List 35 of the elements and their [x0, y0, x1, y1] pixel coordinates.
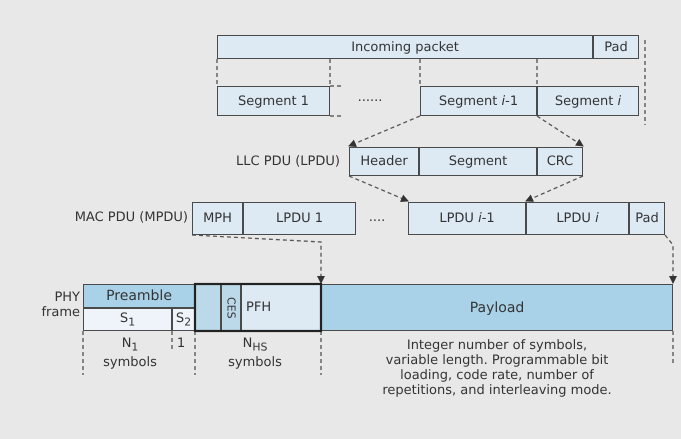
packet-field: S$_{2}$	[172, 308, 195, 331]
layer-label: LLC PDU (LPDU)	[235, 154, 340, 169]
packet-field: Segment	[419, 147, 537, 176]
packet-field: Payload	[321, 284, 673, 331]
symbol-count: N$_{1}$ symbols	[102, 336, 158, 370]
ellipsis: ....	[368, 210, 386, 225]
symbol-count: N$_{HS}$ symbols	[227, 336, 283, 370]
dashed-arrow	[348, 115, 420, 147]
packet-field: Header	[349, 147, 419, 176]
packet-field: MPH	[192, 202, 243, 235]
empty-field	[195, 284, 221, 331]
symbol-count: 1	[176, 336, 186, 351]
packet-field: PFH	[241, 284, 321, 331]
dashed-arrow	[525, 175, 584, 202]
packet-field: Segment i-1	[420, 86, 537, 116]
packet-field: CES	[221, 284, 241, 331]
packet-field: Pad	[629, 202, 665, 235]
packet-field: LPDU i-1	[408, 202, 526, 235]
layer-label: MAC PDU (MPDU)	[74, 210, 188, 225]
dashed-arrow	[536, 115, 584, 147]
layer-label: PHY frame	[40, 290, 80, 320]
payload-note: Integer number of symbols, variable length. Programmable bit loading, code rate, number of repetitions, and interleaving mode.	[382, 338, 612, 398]
dashed-arrow	[664, 234, 677, 284]
packet-field: LPDU 1	[243, 202, 356, 235]
packet-field: CRC	[537, 147, 583, 176]
packet-field: S$_{1}$	[83, 308, 172, 331]
packet-field: Segment 1	[217, 86, 330, 116]
dashed-arrow	[348, 175, 409, 202]
ellipsis: ......	[356, 90, 384, 105]
packet-field: Incoming packet	[217, 35, 593, 59]
packet-field: Pad	[593, 35, 639, 59]
packet-field: Preamble	[83, 284, 195, 308]
packet-field: Segment i	[537, 86, 639, 116]
packet-field: LPDU i	[526, 202, 629, 235]
dashed-arrow	[192, 234, 325, 284]
